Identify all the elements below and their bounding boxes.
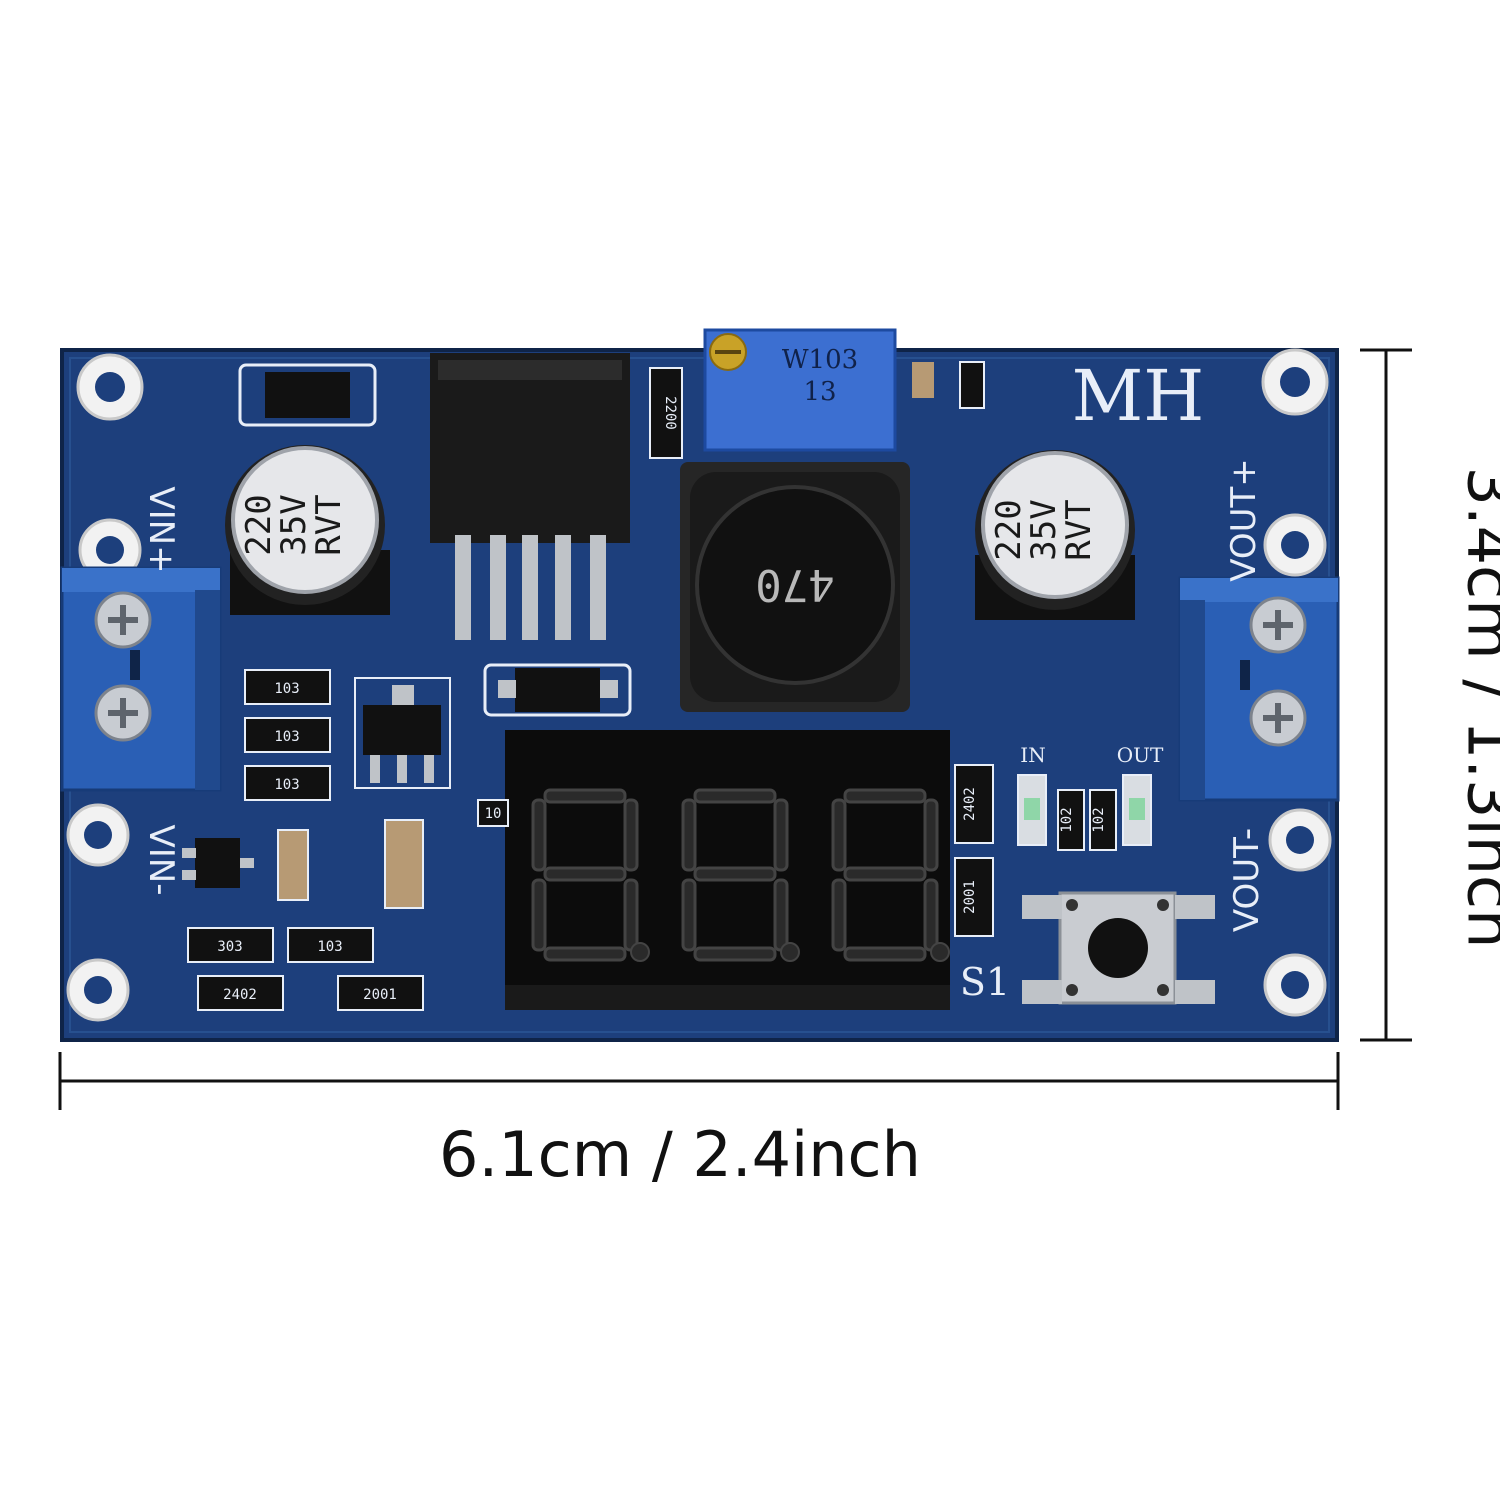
seven-segment-display [505, 730, 950, 1010]
r10-code: 102 [1059, 807, 1075, 832]
led-in-label: IN [1020, 743, 1045, 767]
width-dimension-label: 6.1cm / 2.4inch [439, 1118, 921, 1191]
vin-minus-label: VIN- [141, 825, 181, 896]
pot-date-code: 13 [803, 377, 836, 407]
r12-code: 2200 [662, 396, 678, 430]
cap-left-voltage: 35V [274, 494, 314, 555]
regulator-ic [430, 353, 630, 640]
pot-code: W103 [782, 345, 858, 375]
led-out-label: OUT [1117, 743, 1164, 767]
r8-code: 2402 [962, 787, 978, 821]
status-leds [1017, 774, 1152, 846]
r1-code: 103 [274, 681, 299, 697]
power-inductor: 470 [680, 462, 910, 712]
r3-code: 103 [274, 777, 299, 793]
r7-code: 2001 [363, 987, 397, 1003]
r4-code: 303 [217, 939, 242, 955]
vin-plus-label: VIN+ [141, 486, 181, 573]
r9-code: 2001 [962, 880, 978, 914]
input-terminal-block [60, 566, 222, 792]
capacitor-left: 220 35V RVT [225, 445, 390, 615]
brand-logo: MH [1072, 355, 1205, 437]
cap-right-series: RVT [1059, 499, 1099, 560]
cap-left-value: 220 [239, 494, 279, 555]
width-dimension-line [58, 1052, 1340, 1110]
r5-code: 103 [317, 939, 342, 955]
r11-code: 102 [1091, 807, 1107, 832]
cap-left-series: RVT [309, 494, 349, 555]
cap-right-value: 220 [989, 499, 1029, 560]
schottky-diode-top [238, 363, 377, 427]
height-dimension-line [1360, 348, 1412, 1042]
trim-potentiometer: W103 13 [703, 328, 897, 452]
cap-right-voltage: 35V [1024, 499, 1064, 560]
vout-plus-label: VOUT+ [1224, 458, 1264, 582]
r2-code: 103 [274, 729, 299, 745]
vout-minus-label: VOUT- [1227, 828, 1267, 932]
switch-label: S1 [960, 960, 1010, 1004]
mounting-holes [66, 348, 1332, 1022]
smd-resistors: 103 103 103 303 103 2402 2001 2402 2001 … [187, 367, 1117, 1011]
height-dimension-label: 3.4cm / 1.3inch [1453, 466, 1500, 949]
inductor-code: 470 [755, 559, 834, 610]
r6-code: 2402 [223, 987, 257, 1003]
r13-code: 10 [485, 806, 502, 822]
output-terminal-block [1178, 576, 1340, 802]
capacitor-right: 220 35V RVT [975, 450, 1135, 620]
sot223-regulator [354, 677, 451, 789]
sot23-transistor [182, 838, 254, 888]
schottky-diode-middle [483, 663, 632, 717]
push-button-s1 [1022, 891, 1215, 1005]
ceramic-capacitors [277, 361, 985, 909]
